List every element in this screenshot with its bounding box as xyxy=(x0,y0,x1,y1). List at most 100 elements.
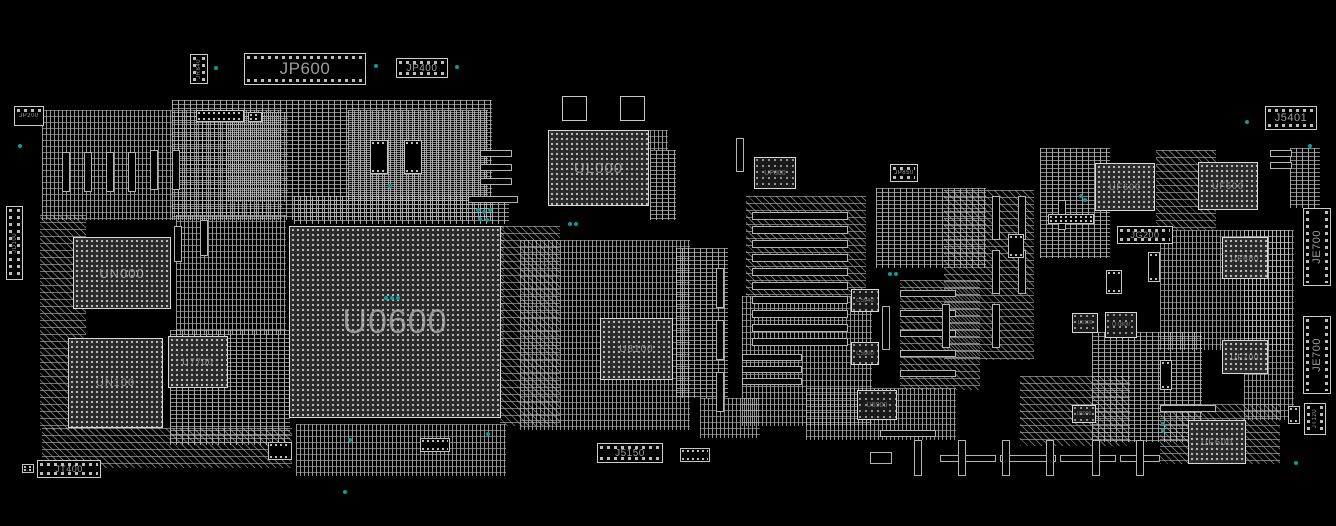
connector-pins-bottom xyxy=(893,176,915,179)
connector-jd100[interactable]: JD100 xyxy=(6,206,23,280)
connector-pins-bottom xyxy=(247,79,363,82)
chip-un100[interactable]: UN100 xyxy=(68,338,163,428)
discrete-part xyxy=(1148,252,1160,282)
chip-uf880[interactable]: UF880 xyxy=(1222,237,1268,279)
test-point[interactable] xyxy=(488,208,492,212)
chip-label: UF700 xyxy=(1230,352,1260,362)
test-point[interactable] xyxy=(568,222,572,226)
test-point[interactable] xyxy=(574,222,578,226)
cap-pad xyxy=(106,152,114,192)
chip-label: C5900 xyxy=(856,350,874,357)
chip-uf500[interactable]: UF500 xyxy=(1198,162,1258,210)
test-point[interactable] xyxy=(348,438,352,442)
test-point[interactable] xyxy=(1079,194,1083,198)
cap-pad xyxy=(128,152,136,192)
chip-uf600-bottom[interactable]: UF600 xyxy=(1188,420,1246,464)
connector-jp600[interactable]: JP600 xyxy=(244,53,366,85)
test-point[interactable] xyxy=(1245,120,1249,124)
discrete-part xyxy=(680,448,710,462)
test-point[interactable] xyxy=(390,296,394,300)
chip-label: UL000 xyxy=(573,159,624,177)
test-point[interactable] xyxy=(1083,198,1087,202)
cap-pad xyxy=(200,220,208,256)
test-point[interactable] xyxy=(888,272,892,276)
chip-u5100[interactable]: U5100 xyxy=(1072,313,1098,333)
test-point[interactable] xyxy=(384,296,388,300)
test-point[interactable] xyxy=(1161,422,1165,426)
component-cluster xyxy=(650,150,676,220)
chip-label: U8100 xyxy=(619,343,654,355)
connector-pins-top xyxy=(893,167,915,170)
test-point[interactable] xyxy=(1294,461,1298,465)
chip-un000[interactable]: UN000 xyxy=(73,237,171,309)
discrete-part xyxy=(248,112,262,122)
connector-j5150[interactable]: J5150 xyxy=(597,443,663,463)
connector-jg200[interactable]: JG200 xyxy=(1117,226,1173,244)
chip-u8100[interactable]: U8100 xyxy=(600,318,673,380)
chip-uf600-left[interactable]: UF600 xyxy=(1095,163,1155,211)
connector-jt120[interactable]: JT120 xyxy=(1304,403,1326,435)
test-point[interactable] xyxy=(478,217,482,221)
chip-label: C5940 xyxy=(856,297,874,304)
chip-up800[interactable]: UP800 xyxy=(754,157,796,189)
cap-pad xyxy=(716,268,724,308)
chip-u5900[interactable]: U5900 xyxy=(857,390,897,420)
test-point[interactable] xyxy=(1308,144,1312,148)
pad-row xyxy=(1160,405,1216,412)
test-point[interactable] xyxy=(476,208,480,212)
chip-ul000[interactable]: UL000 xyxy=(548,130,649,206)
test-point[interactable] xyxy=(486,432,490,436)
test-point[interactable] xyxy=(482,210,486,214)
pad-row xyxy=(880,430,936,437)
chip-ut800[interactable]: UT800 xyxy=(1105,312,1137,338)
discrete-part xyxy=(22,464,34,473)
chip-uf700[interactable]: UF700 xyxy=(1222,340,1268,374)
test-point[interactable] xyxy=(455,65,459,69)
connector-j5401[interactable]: J5401 xyxy=(1265,106,1317,130)
connector-pins-top xyxy=(1120,229,1170,232)
test-point[interactable] xyxy=(374,64,378,68)
pad-row xyxy=(752,268,848,276)
chip-label: UT800 xyxy=(1111,322,1130,328)
discrete-part xyxy=(196,110,244,122)
mount-pad xyxy=(620,96,645,121)
chip-c5940[interactable]: C5940 xyxy=(851,289,879,312)
chip-u7700[interactable]: U7700 xyxy=(168,336,228,388)
discrete-part xyxy=(404,140,422,174)
test-point[interactable] xyxy=(485,218,489,222)
discrete-part xyxy=(1048,214,1094,224)
cap-pad xyxy=(1046,440,1054,476)
connector-jr840[interactable]: JR840 xyxy=(190,54,208,84)
pad-row xyxy=(480,164,512,171)
pad-row xyxy=(900,370,956,377)
cap-pad xyxy=(942,304,950,348)
cap-pad xyxy=(958,440,966,476)
test-point[interactable] xyxy=(894,272,898,276)
pad-row xyxy=(940,455,996,462)
test-point[interactable] xyxy=(343,490,347,494)
cap-pad xyxy=(1136,440,1144,476)
connector-je700-lower[interactable]: JE700 xyxy=(1303,316,1331,394)
pad-row xyxy=(752,240,848,248)
test-point[interactable] xyxy=(388,184,392,188)
test-point[interactable] xyxy=(396,296,400,300)
cap-pad xyxy=(174,226,182,262)
chip-c5900[interactable]: C5900 xyxy=(851,342,879,365)
connector-pins-left xyxy=(193,57,196,81)
test-point[interactable] xyxy=(214,66,218,70)
connector-pins-bottom xyxy=(1120,238,1170,241)
connector-jp200[interactable]: JP200 xyxy=(14,106,44,126)
connector-pins-bottom xyxy=(600,457,660,460)
pad-row xyxy=(480,178,512,185)
connector-jp400[interactable]: JP400 xyxy=(396,58,448,78)
chip-u5900-right[interactable]: U5900 xyxy=(1072,405,1096,423)
connector-pins-right xyxy=(202,57,205,81)
connector-jp850[interactable]: JP850 xyxy=(890,164,918,182)
chip-u0600[interactable]: U0600 xyxy=(289,226,501,418)
test-point[interactable] xyxy=(1161,429,1165,433)
connector-jt400[interactable]: JT400 xyxy=(37,460,101,478)
pad-row xyxy=(752,254,848,262)
test-point[interactable] xyxy=(18,144,22,148)
connector-je700-upper[interactable]: JE700 xyxy=(1303,208,1331,286)
